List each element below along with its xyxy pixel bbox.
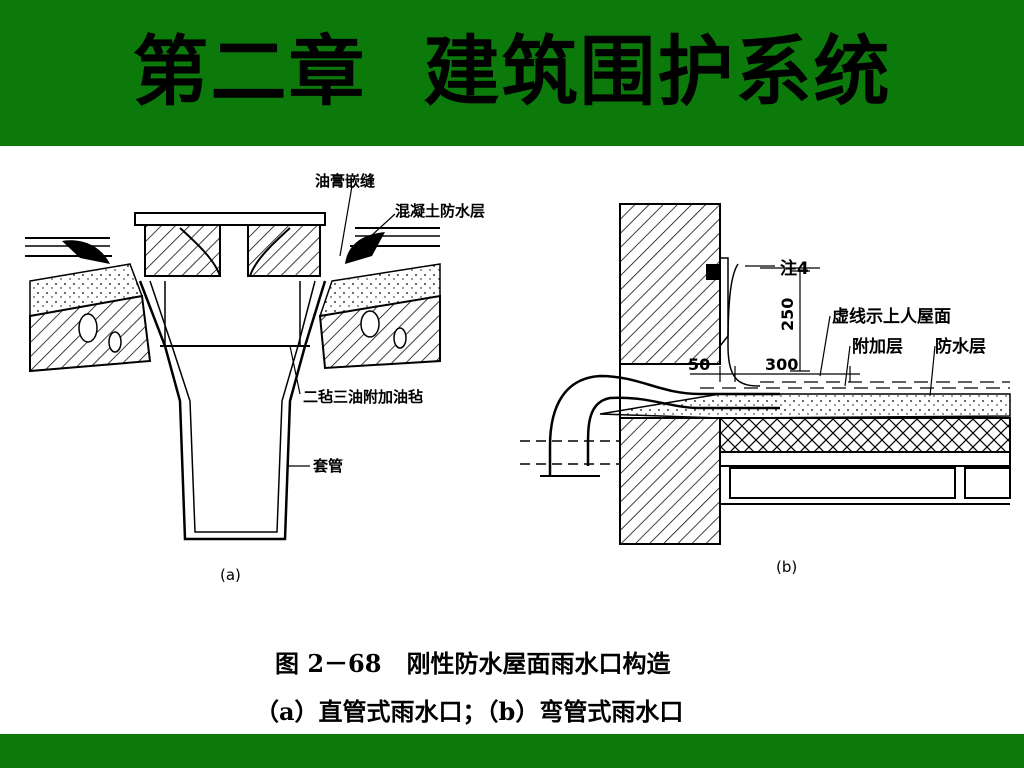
dim-250: 250 <box>778 298 797 331</box>
figure-caption-subtitle: （a）直管式雨水口；（b）弯管式雨水口 <box>255 697 684 726</box>
label-waterproof-layer: 防水层 <box>935 336 986 357</box>
label-felt-layers: 二毡三油附加油毡 <box>303 388 423 406</box>
label-concrete-waterproof: 混凝土防水层 <box>395 202 485 220</box>
slide-content: 油膏嵌缝 混凝土防水层 二毡三油附加油毡 套管 (a) <box>0 146 1024 734</box>
label-sleeve-pipe: 套管 <box>312 457 343 475</box>
roof-layers <box>599 381 1011 505</box>
figure-caption-title: 图 2－68 刚性防水屋面雨水口构造 <box>275 649 671 678</box>
label-dashed-roof: 虚线示上人屋面 <box>832 306 951 327</box>
callout-lines-b <box>745 265 936 397</box>
title-bar: 第二章 建筑围护系统 <box>0 0 1024 146</box>
panel-label-b: (b) <box>776 558 797 576</box>
callout-lines-a <box>288 185 396 467</box>
outlet-cap <box>134 212 326 277</box>
panel-label-a: (a) <box>220 566 241 584</box>
page-title: 第二章 建筑围护系统 <box>132 27 892 116</box>
bent-drain-pipe <box>520 263 780 477</box>
label-note: 注4 <box>780 258 809 279</box>
left-roof-slab <box>25 237 152 373</box>
figure-b: 注4 虚线示上人屋面 附加层 防水层 250 50 300 (b) <box>520 203 1011 576</box>
bottom-bar <box>0 734 1024 768</box>
parapet-wall <box>619 203 729 545</box>
dim-50: 50 <box>688 355 710 374</box>
right-roof-slab <box>318 227 441 370</box>
label-additional-layer: 附加层 <box>852 336 903 357</box>
dim-300: 300 <box>765 355 798 374</box>
figure-a: 油膏嵌缝 混凝土防水层 二毡三油附加油毡 套管 (a) <box>25 172 485 584</box>
sleeve-pipe <box>138 280 327 541</box>
dimension-lines <box>690 267 860 382</box>
rain-outlet-diagram: 油膏嵌缝 混凝土防水层 二毡三油附加油毡 套管 (a) <box>25 172 1011 584</box>
label-oil-paste-seal: 油膏嵌缝 <box>315 172 375 190</box>
